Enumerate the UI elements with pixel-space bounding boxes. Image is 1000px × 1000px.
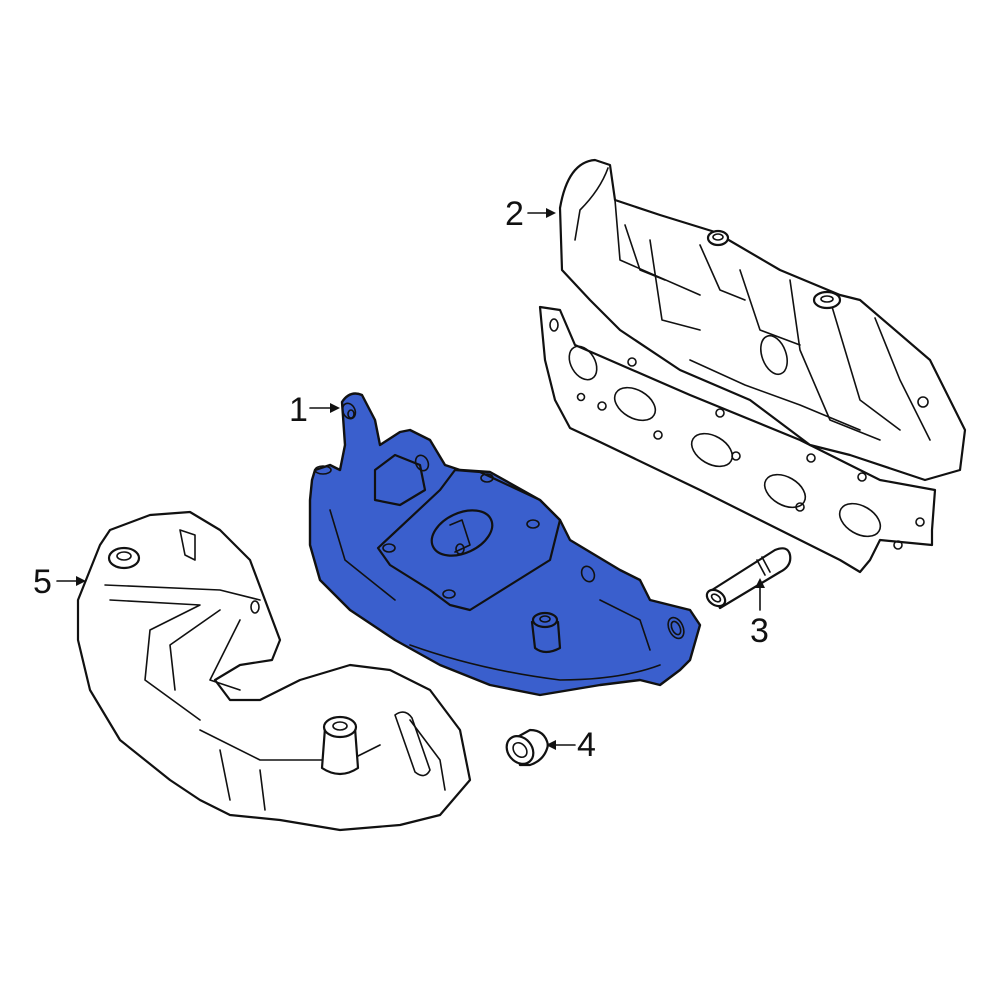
- part-4-spacer[interactable]: [501, 728, 550, 769]
- callout-2: 2: [505, 195, 524, 233]
- part-2-heat-shield[interactable]: [558, 158, 967, 482]
- callout-4: 4: [577, 726, 596, 764]
- part-2-gasket[interactable]: [538, 305, 937, 574]
- part-1-exhaust-manifold[interactable]: [308, 392, 702, 697]
- part-5-heat-shield[interactable]: [76, 510, 472, 832]
- callout-1: 1: [289, 391, 308, 429]
- callout-arrows: [56, 208, 765, 750]
- callout-5: 5: [33, 563, 52, 601]
- callout-3: 3: [750, 612, 769, 650]
- part-3-stud[interactable]: [704, 547, 792, 610]
